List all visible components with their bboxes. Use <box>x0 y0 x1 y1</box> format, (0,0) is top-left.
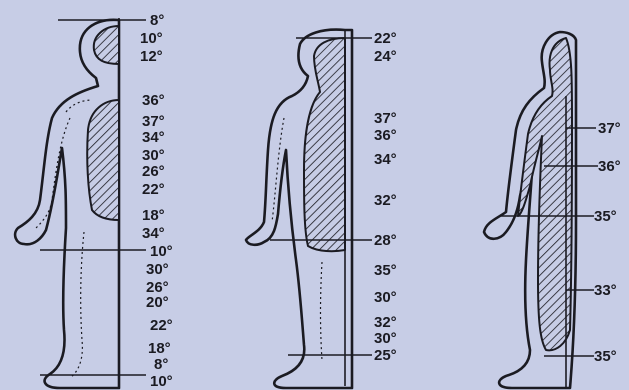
middle-label-3: 37° <box>374 110 397 127</box>
left-isotherm-shoulder <box>66 100 92 112</box>
left-label-19: 10° <box>150 373 173 390</box>
right-label-3: 35° <box>594 208 617 225</box>
middle-label-6: 32° <box>374 192 397 209</box>
left-label-5: 37° <box>142 113 165 130</box>
left-isotherm-leg <box>70 232 84 378</box>
left-label-18: 8° <box>154 356 168 373</box>
middle-label-2: 24° <box>374 48 397 65</box>
middle-label-12: 25° <box>374 347 397 364</box>
middle-core <box>304 38 345 251</box>
left-label-1: 8° <box>150 12 164 29</box>
right-label-2: 36° <box>598 158 621 175</box>
middle-label-1: 22° <box>374 30 397 47</box>
left-label-3: 12° <box>140 48 163 65</box>
left-label-7: 30° <box>142 147 165 164</box>
right-figure: 37° 36° 35° 33° 35° <box>484 32 621 388</box>
left-core-head <box>94 26 119 64</box>
right-label-4: 33° <box>594 282 617 299</box>
middle-label-8: 35° <box>374 262 397 279</box>
middle-label-4: 36° <box>374 127 397 144</box>
middle-label-9: 30° <box>374 289 397 306</box>
left-label-10: 18° <box>142 207 165 224</box>
left-label-8: 26° <box>142 163 165 180</box>
left-label-11: 34° <box>142 225 165 242</box>
left-label-12: 10° <box>150 243 173 260</box>
left-label-13: 30° <box>146 261 169 278</box>
right-label-1: 37° <box>598 120 621 137</box>
middle-label-5: 34° <box>374 151 397 168</box>
left-label-9: 22° <box>142 181 165 198</box>
middle-label-11: 30° <box>374 330 397 347</box>
right-label-5: 35° <box>594 348 617 365</box>
left-figure: 8° 10° 12° 36° 37° 34° 30° 26° 22° 18° 3… <box>15 12 173 390</box>
left-label-4: 36° <box>142 92 165 109</box>
left-label-6: 34° <box>142 129 165 146</box>
middle-label-7: 28° <box>374 232 397 249</box>
middle-figure: 22° 24° 37° 36° 34° 32° 28° 35° 30° 32° … <box>246 30 397 388</box>
middle-isotherm-leg <box>321 262 323 360</box>
left-core-trunk <box>87 100 119 220</box>
left-label-15: 20° <box>146 294 169 311</box>
middle-label-10: 32° <box>374 314 397 331</box>
left-label-16: 22° <box>150 317 173 334</box>
left-label-17: 18° <box>148 340 171 357</box>
left-label-2: 10° <box>140 30 163 47</box>
